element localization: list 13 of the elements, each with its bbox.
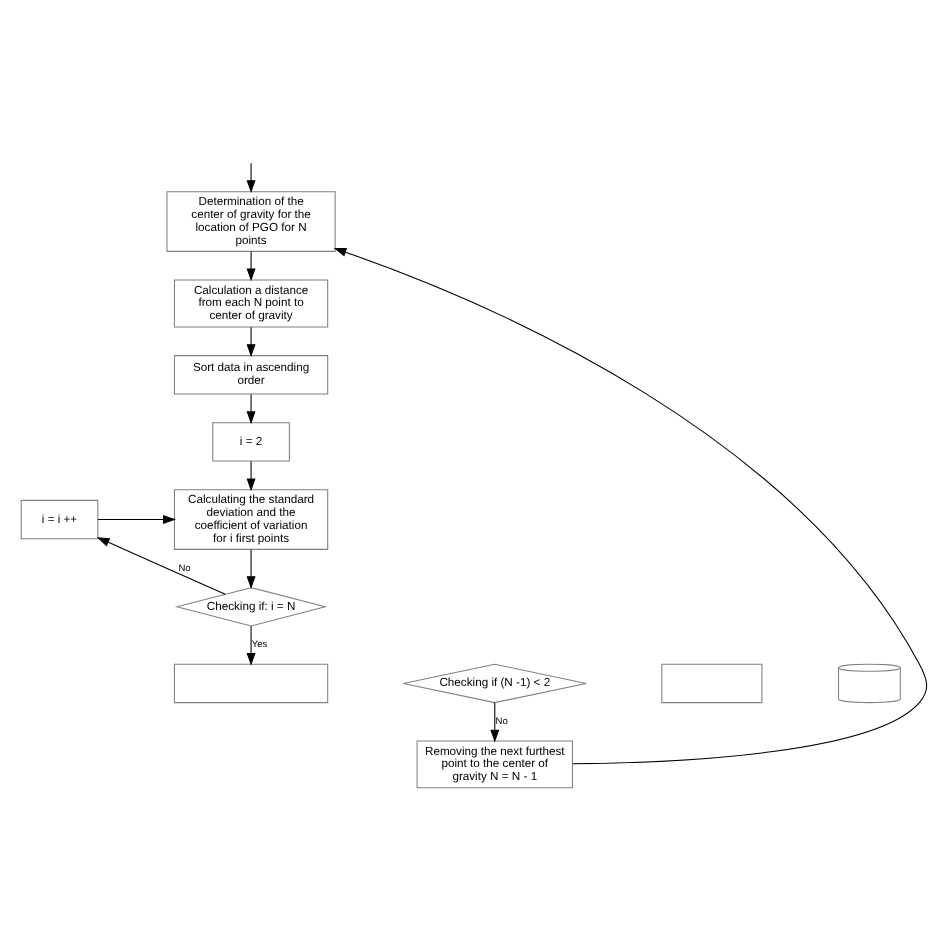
- arrow: [246, 459, 256, 491]
- arrow: [246, 161, 256, 193]
- arrow: [246, 325, 256, 357]
- node-box: [661, 662, 763, 703]
- arrow: [490, 701, 500, 742]
- arrow: [97, 514, 176, 523]
- arrow: [246, 392, 256, 424]
- arrow: [333, 247, 928, 764]
- arrow: [96, 536, 226, 594]
- arrow: [246, 624, 256, 665]
- node-box: [173, 662, 329, 703]
- arrow: [246, 547, 256, 588]
- arrow: [246, 249, 256, 281]
